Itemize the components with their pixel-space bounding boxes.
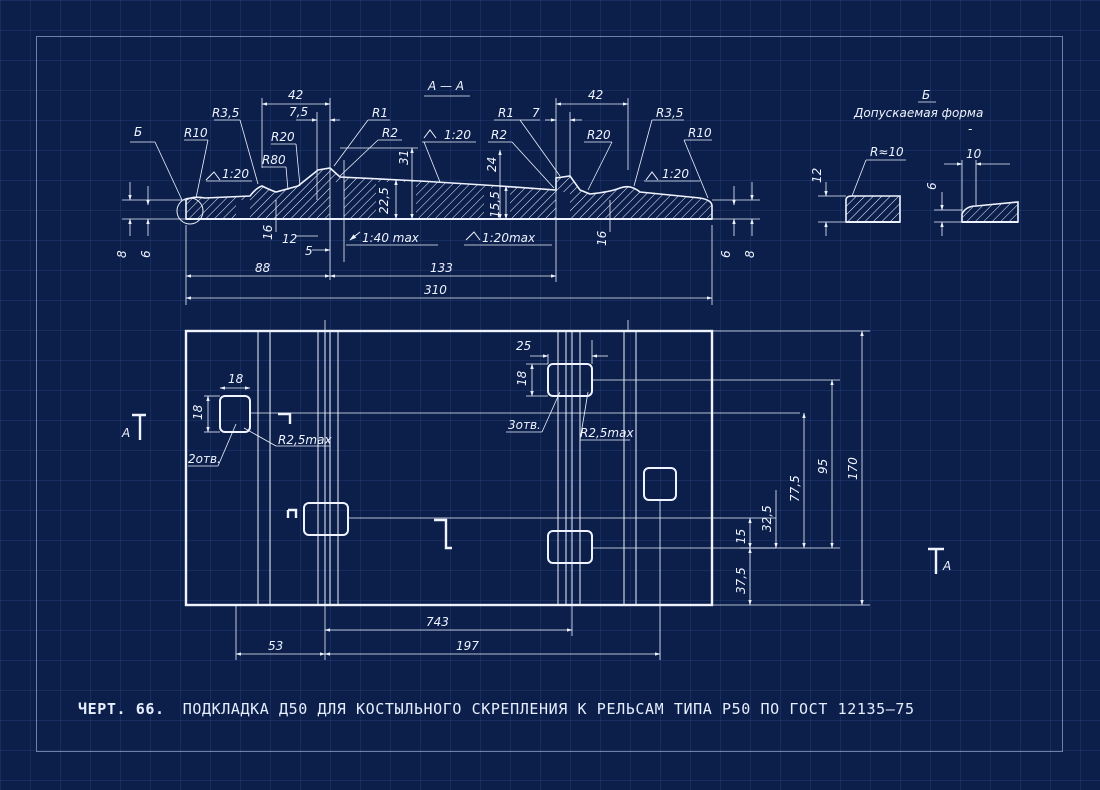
seat-gap-left	[236, 200, 250, 219]
detail-b-title: Б	[922, 88, 930, 102]
detail-b: Б Допускаемая форма - R≈10 12 10 6	[810, 88, 1019, 236]
dim-77-5: 77,5	[788, 475, 802, 502]
detail-b-subtitle: Допускаемая форма	[853, 106, 983, 120]
label-slope-1-20-max: 1:20max	[482, 231, 536, 245]
hole-bottom-right	[547, 530, 593, 564]
label-3-holes: 3отв.	[508, 418, 541, 432]
label-2-holes: 2отв.	[188, 452, 221, 466]
dim-743: 743	[426, 615, 449, 629]
detail-b-h12: 12	[810, 168, 824, 183]
drawing-caption: ЧЕРТ. 66. ПОДКЛАДКА Д50 ДЛЯ КОСТЫЛЬНОГО С…	[78, 700, 1038, 718]
plate-profile	[185, 167, 713, 220]
caption-text: ПОДКЛАДКА Д50 ДЛЯ КОСТЫЛЬНОГО СКРЕПЛЕНИЯ…	[182, 700, 915, 718]
dim-31: 31	[397, 150, 411, 165]
corner-mark-1	[278, 412, 292, 424]
detail-b-shape-1	[845, 195, 901, 223]
section-label-left: А	[121, 426, 130, 440]
caption-prefix: ЧЕРТ. 66.	[78, 700, 165, 718]
label-r20-left: R20	[271, 130, 295, 144]
dim-37-5: 37,5	[734, 567, 748, 594]
detail-b-h6: 6	[925, 182, 939, 190]
hole-far-right	[643, 467, 677, 501]
section-label-right: А	[942, 559, 951, 573]
section-marker-right	[928, 547, 944, 574]
label-slope-1-40-max: 1:40 max	[362, 231, 420, 245]
dim-32-5: 32,5	[760, 505, 774, 532]
dim-8-right: 8	[743, 250, 757, 258]
label-r20-right: R20	[587, 128, 611, 142]
label-r1-right: R1	[498, 106, 514, 120]
label-r2-right: R2	[491, 128, 507, 142]
dim-15-5: 15,5	[488, 191, 502, 218]
corner-mark-3	[434, 518, 452, 550]
dim-7-5: 7,5	[289, 105, 308, 119]
hole-mid-left	[303, 502, 349, 536]
plan-view: А А 18 18 R2,5max 2отв. 25 18 3отв. R2,5…	[121, 320, 951, 660]
plate-outline	[184, 329, 714, 607]
label-r80: R80	[262, 153, 286, 167]
dim-197: 197	[456, 639, 479, 653]
dim-8-left: 8	[115, 250, 129, 258]
dim-6-left: 6	[139, 250, 153, 258]
dim-15: 15	[734, 529, 748, 544]
label-r3-5-left: R3,5	[212, 106, 239, 120]
detail-b-r10: R≈10	[870, 145, 904, 159]
dim-h18-right: 18	[515, 370, 529, 386]
dim-42-left: 42	[288, 88, 303, 102]
drawing-frame	[36, 36, 1063, 752]
dim-6-right: 6	[719, 250, 733, 258]
label-r3-5-right: R3,5	[656, 106, 683, 120]
dim-95: 95	[816, 459, 830, 474]
hole-top-right	[547, 363, 593, 397]
dim-310: 310	[424, 283, 447, 297]
hole-left	[219, 395, 251, 433]
label-r2-5-right: R2,5max	[580, 426, 634, 440]
detail-b-shape-2	[961, 201, 1019, 223]
dim-5: 5	[305, 244, 313, 258]
dim-88: 88	[255, 261, 271, 275]
label-r10-right: R10	[688, 126, 712, 140]
label-r10-left: R10	[184, 126, 208, 140]
label-slope-right: 1:20	[662, 167, 689, 181]
label-slope-mid: 1:20	[444, 128, 471, 142]
dim-hole-h18: 18	[191, 404, 205, 420]
seat-gap-mid	[330, 182, 344, 219]
dim-53: 53	[268, 639, 283, 653]
detail-circle-b	[176, 197, 204, 225]
seat-gap-right	[556, 192, 570, 219]
section-title: А — А	[427, 79, 464, 93]
dim-22-5: 22,5	[377, 187, 391, 214]
dim-hole-w18: 18	[228, 372, 244, 386]
dim-16-right: 16	[595, 230, 609, 246]
label-r1-left: R1	[372, 106, 388, 120]
dim-170: 170	[846, 457, 860, 480]
dim-12: 12	[282, 232, 297, 246]
dim-24: 24	[485, 157, 499, 172]
detail-b-dash: -	[968, 122, 972, 136]
label-view-b: Б	[134, 125, 142, 139]
detail-b-w10: 10	[966, 147, 982, 161]
dim-133: 133	[430, 261, 453, 275]
dim-w25: 25	[516, 339, 531, 353]
corner-mark-2	[286, 508, 298, 518]
section-a-a: А — А 42 7,5 R3,5 R10	[115, 79, 760, 305]
label-r2-left: R2	[382, 126, 398, 140]
label-slope-left: 1:20	[222, 167, 249, 181]
section-marker-left	[132, 413, 146, 440]
dim-42-right: 42	[588, 88, 603, 102]
dim-16-left: 16	[261, 224, 275, 240]
dim-7: 7	[532, 106, 540, 120]
label-r2-5-left: R2,5max	[278, 433, 332, 447]
